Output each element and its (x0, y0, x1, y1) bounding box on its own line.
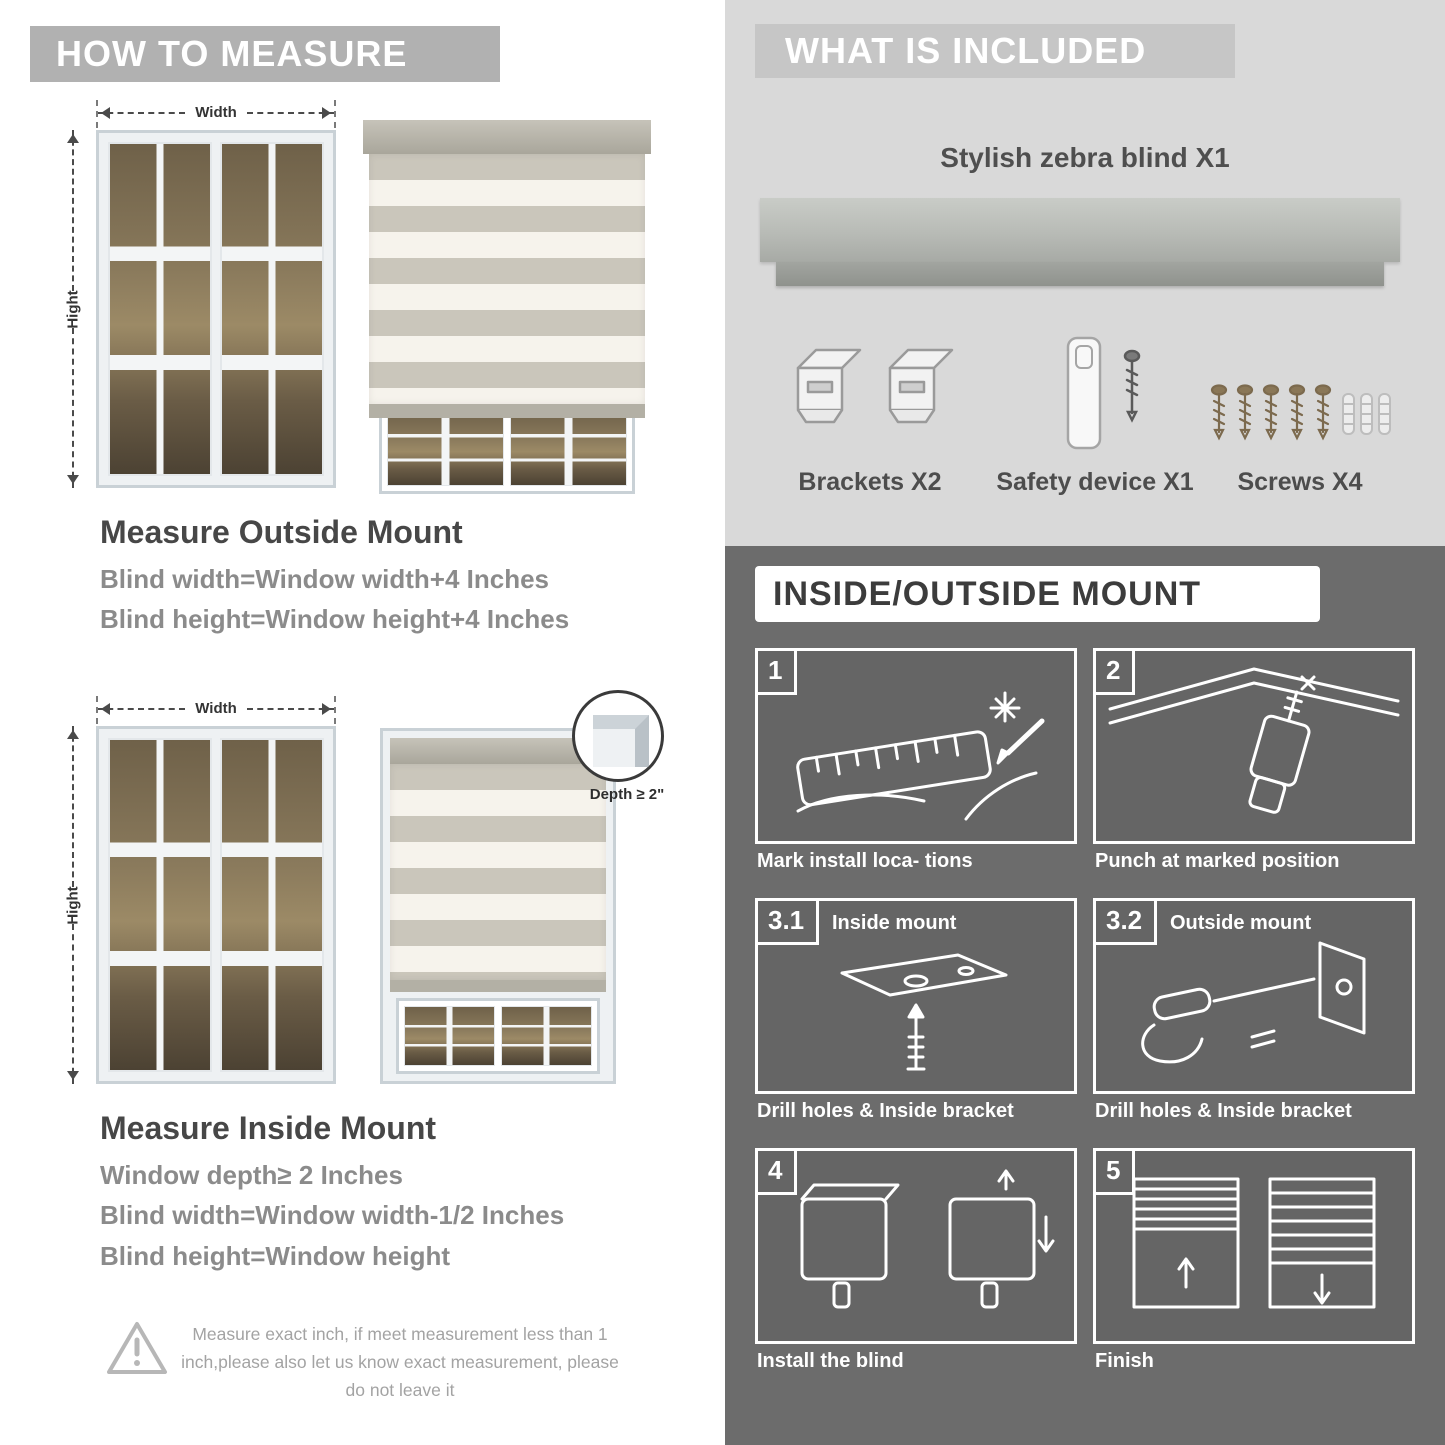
how-to-measure-title: HOW TO MEASURE (56, 33, 408, 74)
outside-mount-line2: Blind height=Window height+4 Inches (100, 604, 570, 634)
zebra-blind-headrail (760, 198, 1400, 262)
step-number: 2 (1096, 651, 1136, 695)
step-5-panel: 5 (1093, 1148, 1415, 1344)
step-subtitle: Inside mount (832, 912, 957, 934)
mount-steps-grid: 1 Mark install loca- tions 2 (755, 648, 1415, 1398)
inside-mount-line2: Blind width=Window width-1/2 Inches (100, 1200, 565, 1230)
warning-text: Measure exact inch, if meet measurement … (181, 1324, 619, 1400)
step-2-caption: Punch at marked position (1095, 850, 1340, 872)
width-arrow-line-right (246, 702, 336, 715)
step-2: 2 Punch at marked position (1093, 648, 1415, 898)
window-sash-left (108, 142, 212, 476)
window-sash-right (220, 738, 324, 1072)
outside-mount-line1: Blind width=Window width+4 Inches (100, 564, 549, 594)
step-3-2: 3.2 Outside mount Drill holes & Inside b… (1093, 898, 1415, 1148)
mark-locations-illustration (796, 691, 1045, 821)
window-bottom-section (396, 998, 600, 1074)
window-corner-detail (593, 715, 649, 767)
height-label: Hight (64, 885, 82, 925)
window-illustration-inside (96, 726, 336, 1084)
what-is-included-title: WHAT IS INCLUDED (785, 30, 1147, 71)
blind-bottomrail (390, 980, 606, 992)
what-is-included-banner: WHAT IS INCLUDED (755, 24, 1235, 78)
height-arrow-line-top (67, 726, 79, 887)
product-name: Stylish zebra blind X1 (940, 142, 1230, 173)
step-number: 5 (1096, 1151, 1136, 1195)
step-1-panel: 1 (755, 648, 1077, 844)
height-arrow-line-bottom (67, 923, 79, 1084)
how-to-measure-banner: HOW TO MEASURE (30, 26, 500, 82)
blind-zebra-fabric (390, 764, 606, 980)
install-blind-illustration (800, 1169, 1055, 1309)
step-3-2-caption: Drill holes & Inside bracket (1095, 1100, 1352, 1122)
step-5-caption: Finish (1095, 1350, 1154, 1372)
width-arrow-line-left (97, 106, 186, 119)
window-sash-left (404, 1006, 495, 1066)
blind-zebra-fabric (369, 154, 645, 404)
mount-title: INSIDE/OUTSIDE MOUNT (773, 574, 1202, 613)
inside-mount-line1: Window depth≥ 2 Inches (100, 1160, 403, 1190)
step-number: 1 (758, 651, 798, 695)
window-sash-right (501, 1006, 592, 1066)
finish-illustration (1132, 1177, 1376, 1309)
screws-label: Screws X4 (1237, 468, 1363, 496)
step-5: 5 Finish (1093, 1148, 1415, 1398)
width-arrow-line-right (246, 106, 336, 119)
mount-banner: INSIDE/OUTSIDE MOUNT (755, 566, 1320, 622)
width-label: Width (195, 104, 237, 121)
safety-device-icon (1066, 336, 1141, 450)
window-sash-left (387, 410, 504, 486)
blind-illustration-outside (363, 120, 651, 494)
height-label: Hight (64, 289, 82, 329)
blind-cassette (363, 120, 651, 154)
height-arrow-inside: Hight (62, 726, 84, 1084)
brackets-icon (796, 348, 954, 424)
height-arrow-line-bottom (67, 327, 79, 488)
step-2-panel: 2 (1093, 648, 1415, 844)
width-arrow-inside: Width (97, 700, 336, 717)
step-4-panel: 4 (755, 1148, 1077, 1344)
brackets-label: Brackets X2 (798, 468, 942, 496)
step-3-1: 3.1 Inside mount Drill holes & Inside br… (755, 898, 1077, 1148)
step-number: 4 (758, 1151, 798, 1195)
height-arrow-outside: Hight (62, 130, 84, 488)
warning-triangle-icon (107, 1322, 167, 1374)
step-3-1-panel: 3.1 Inside mount (755, 898, 1077, 1094)
width-arrow-outside: Width (97, 104, 336, 121)
window-sash-left (108, 738, 212, 1072)
step-1: 1 Mark install loca- tions (755, 648, 1077, 898)
safety-device-label: Safety device X1 (996, 468, 1194, 496)
width-label: Width (195, 700, 237, 717)
guide-line (96, 100, 98, 128)
guide-line (334, 100, 336, 128)
guide-line (334, 696, 336, 724)
step-4-caption: Install the blind (757, 1350, 904, 1372)
step-3-1-caption: Drill holes & Inside bracket (757, 1100, 1014, 1122)
blind-bottomrail (369, 404, 645, 418)
depth-label: Depth ≥ 2" (589, 786, 665, 803)
outside-mount-title: Measure Outside Mount (100, 514, 463, 550)
outside-bracket-illustration (1141, 941, 1366, 1064)
window-illustration-outside (96, 130, 336, 488)
step-number: 3.1 (758, 901, 820, 945)
step-subtitle: Outside mount (1170, 912, 1312, 934)
drill-punch-illustration (1108, 667, 1400, 814)
blind-illustration-inside (380, 728, 616, 1084)
zebra-blind-headrail-bottom (776, 262, 1384, 286)
depth-zoom-circle (572, 690, 664, 782)
window-sash-right (220, 142, 324, 476)
guide-line (96, 696, 98, 724)
screws-icon (1210, 384, 1391, 441)
step-number: 3.2 (1096, 901, 1158, 945)
inside-mount-line3: Blind height=Window height (100, 1241, 450, 1271)
window-sash-right (510, 410, 627, 486)
inside-bracket-illustration (840, 953, 1008, 1071)
blind-cassette (390, 738, 606, 764)
step-1-caption: Mark install loca- tions (757, 850, 973, 872)
width-arrow-line-left (97, 702, 186, 715)
step-3-2-panel: 3.2 Outside mount (1093, 898, 1415, 1094)
inside-mount-title: Measure Inside Mount (100, 1110, 437, 1146)
step-4: 4 Install the blind (755, 1148, 1077, 1398)
height-arrow-line-top (67, 130, 79, 291)
